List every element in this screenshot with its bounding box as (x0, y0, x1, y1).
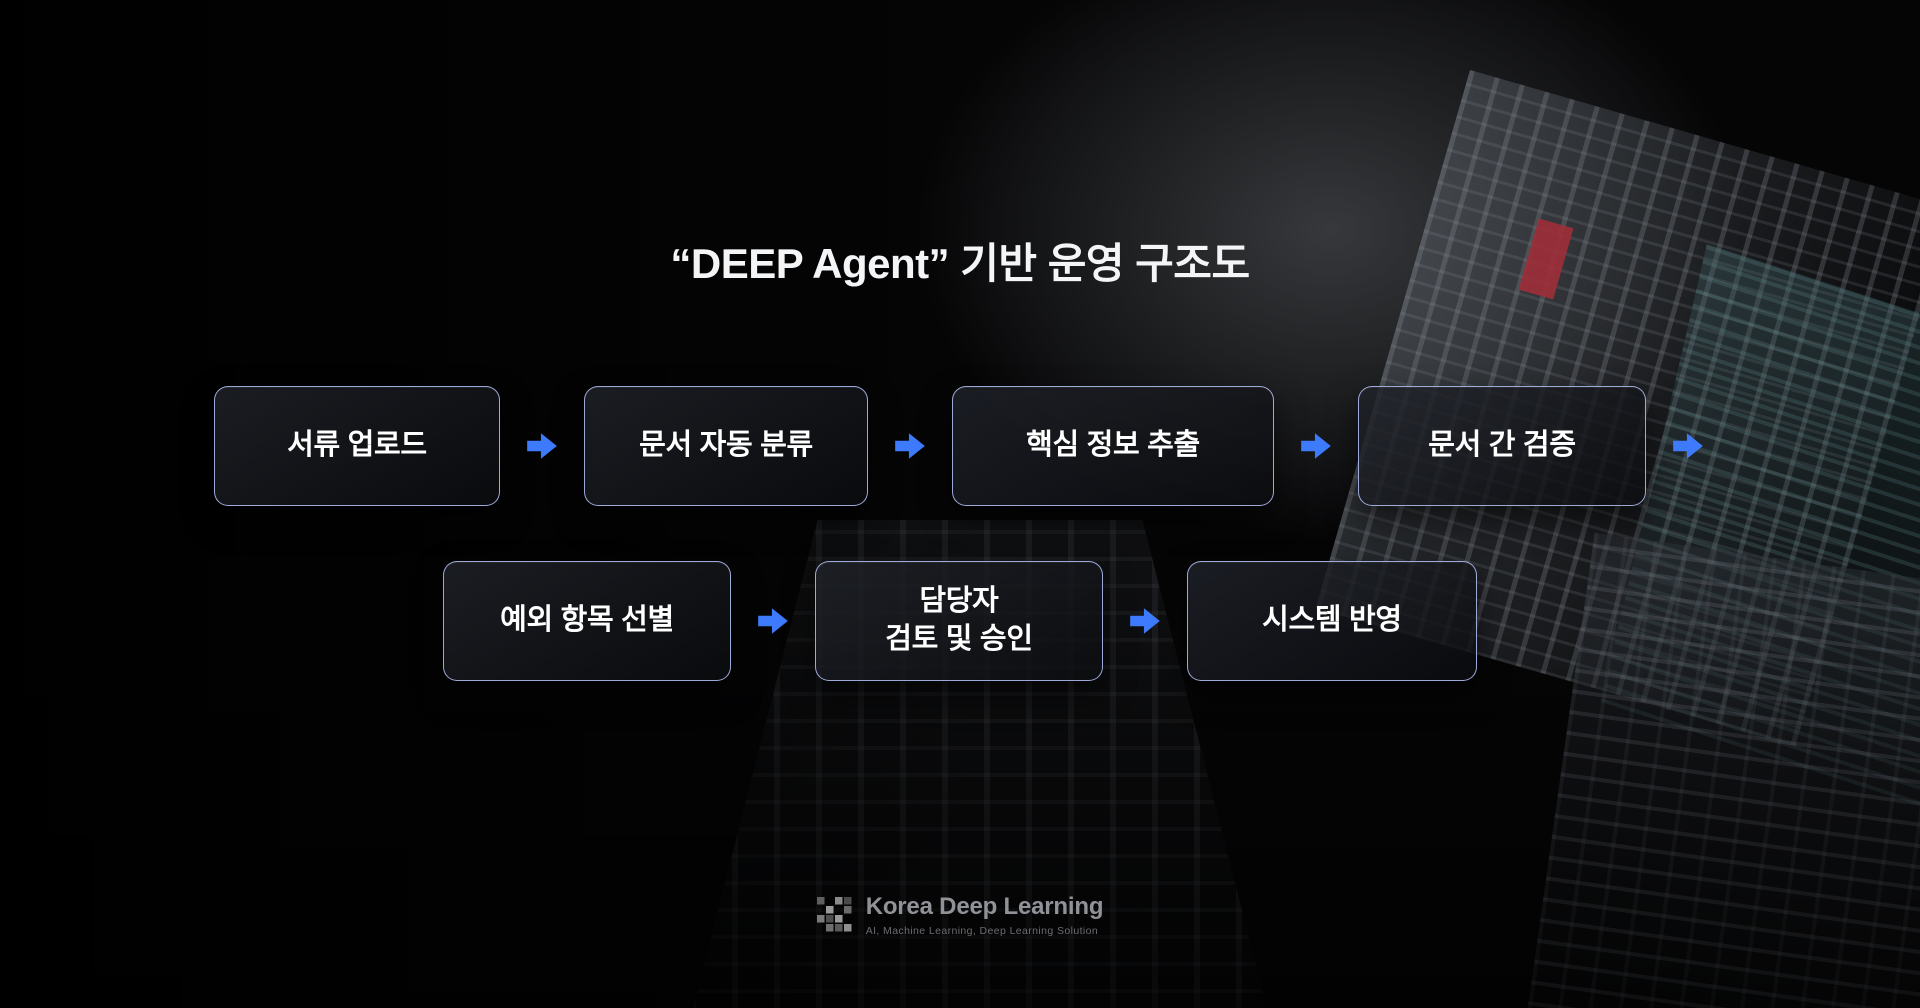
slide-title: “DEEP Agent” 기반 운영 구조도 (670, 240, 1250, 287)
brand: Korea Deep Learning AI, Machine Learning… (816, 893, 1104, 937)
flow-step-label: 문서 자동 분류 (639, 429, 813, 462)
flow-step-system-apply: 시스템 반영 (1187, 561, 1477, 681)
flow-arrow-icon (1301, 433, 1331, 459)
flow-step-auto-classify: 문서 자동 분류 (584, 386, 868, 506)
flow-step-label: 서류 업로드 (287, 429, 427, 462)
flow-arrow-icon (895, 433, 925, 459)
flow-row-2: 예외 항목 선별 담당자 검토 및 승인 시스템 반영 (0, 561, 1920, 681)
flow-step-info-extract: 핵심 정보 추출 (952, 386, 1274, 506)
flow-arrow-icon (1130, 608, 1160, 634)
flow-arrow-icon (758, 608, 788, 634)
footer: Korea Deep Learning AI, Machine Learning… (0, 893, 1920, 937)
flow-step-label: 담당자 검토 및 승인 (885, 585, 1033, 655)
flow-step-label: 문서 간 검증 (1428, 429, 1576, 462)
flow-arrow-icon (527, 433, 557, 459)
flow-step-review-approve: 담당자 검토 및 승인 (815, 561, 1103, 681)
flow-step-cross-verify: 문서 간 검증 (1358, 386, 1646, 506)
flow-arrow-icon (1673, 433, 1703, 459)
flow-step-label: 핵심 정보 추출 (1026, 429, 1200, 462)
flow-step-label: 예외 항목 선별 (500, 604, 674, 637)
flow-step-exception-select: 예외 항목 선별 (443, 561, 731, 681)
brand-logo-icon (816, 897, 852, 932)
flow-step-label: 시스템 반영 (1262, 604, 1402, 637)
brand-name: Korea Deep Learning (865, 893, 1104, 920)
flow-row-1: 서류 업로드 문서 자동 분류 핵심 정보 추출 문서 간 검증 (0, 386, 1920, 506)
flow-step-doc-upload: 서류 업로드 (214, 386, 500, 506)
brand-tagline: AI, Machine Learning, Deep Learning Solu… (865, 925, 1099, 937)
brand-text: Korea Deep Learning AI, Machine Learning… (866, 893, 1104, 937)
